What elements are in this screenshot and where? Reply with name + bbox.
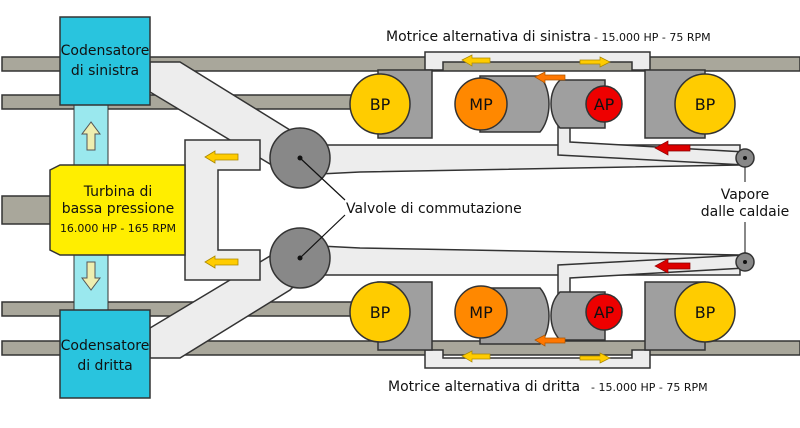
condenser-right-label-1: Codensatore (61, 338, 150, 354)
arrow-up-icon (81, 121, 101, 151)
flow-arrow-icon (579, 352, 611, 364)
svg-text:BP: BP (370, 303, 391, 322)
cylinder-ap-top (585, 85, 623, 123)
valves-label: Valvole di commutazione (346, 201, 522, 217)
svg-text:AP: AP (594, 95, 615, 114)
turbine-inflow-arrows (204, 150, 239, 269)
svg-text:AP: AP (594, 303, 615, 322)
svg-text:BP: BP (695, 95, 716, 114)
turbine-spec: 16.000 HP - 165 RPM (60, 222, 176, 235)
flow-arrow-icon (534, 334, 566, 347)
cylinder-ap-bottom (585, 293, 623, 331)
flow-arrow-icon (654, 258, 691, 274)
engine-bottom-name: Motrice alternativa di dritta (388, 379, 580, 395)
svg-text:MP: MP (469, 303, 493, 322)
condensate-flow-arrows (81, 121, 101, 291)
svg-text:BP: BP (695, 303, 716, 322)
steam-label-2: dalle caldaie (701, 204, 789, 220)
condenser-right-label-2: di dritta (77, 358, 132, 374)
svg-text:BP: BP (370, 95, 391, 114)
cylinder-mp-top (454, 77, 508, 131)
cylinder-bp-bottom-left (349, 281, 411, 343)
cylinder-bp-bottom-right (674, 281, 736, 343)
flow-arrow-icon (204, 255, 239, 269)
flow-arrow-icon (654, 140, 691, 156)
condenser-left-label-2: di sinistra (71, 63, 139, 79)
svg-text:MP: MP (469, 95, 493, 114)
turbine-label-1: Turbina di (83, 184, 153, 200)
cylinder-mp-bottom (454, 285, 508, 339)
flow-arrow-icon (461, 350, 491, 363)
condenser-left: Codensatore di sinistra (59, 16, 151, 106)
engine-top: Motrice alternativa di sinistra - 15.000… (349, 29, 736, 156)
cylinder-bp-top-left (349, 73, 411, 135)
flow-arrow-icon (534, 71, 566, 84)
condenser-right: Codensatore di dritta (59, 309, 151, 399)
engine-top-name: Motrice alternativa di sinistra (386, 29, 591, 45)
flow-arrow-icon (461, 54, 491, 67)
turbine-label-2: bassa pressione (62, 201, 175, 217)
flow-arrow-icon (579, 56, 611, 68)
condenser-left-label-1: Codensatore (61, 43, 150, 59)
steam-inlet: Vapore dalle caldaie (701, 148, 789, 272)
steam-pipes (149, 51, 746, 369)
valves: Valvole di commutazione (269, 127, 522, 289)
arrow-down-icon (81, 261, 101, 291)
engine-bottom-spec: - 15.000 HP - 75 RPM (591, 381, 708, 394)
turbine: Turbina di bassa pressione 16.000 HP - 1… (49, 164, 186, 256)
cylinder-bp-top-right (674, 73, 736, 135)
flow-arrow-icon (204, 150, 239, 164)
engine-top-spec: - 15.000 HP - 75 RPM (594, 31, 711, 44)
steam-label-1: Vapore (721, 187, 770, 203)
engine-bottom: Motrice alternativa di dritta - 15.000 H… (349, 258, 736, 395)
